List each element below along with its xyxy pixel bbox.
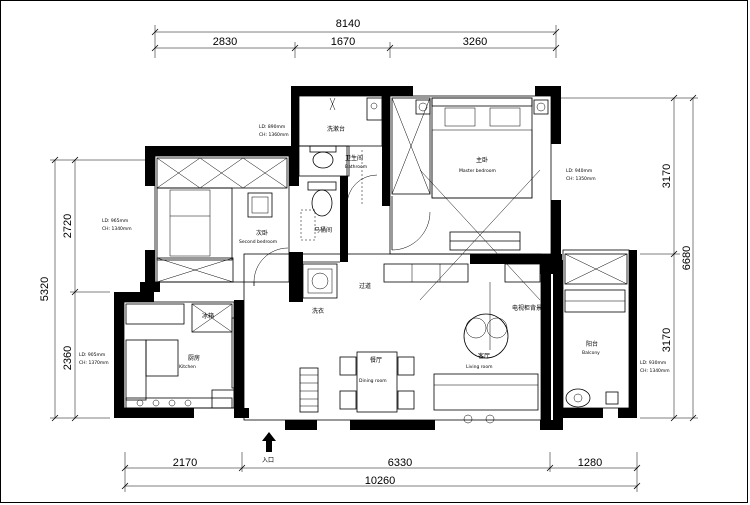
balcony-annotation-1: LD: 930mm — [640, 360, 666, 366]
bathroom-label-en: Bathroom — [345, 164, 367, 170]
walls — [114, 86, 637, 430]
tv-wall-label: 电视柜背景墙 — [512, 304, 548, 312]
left-dimension-1: 2720 — [62, 214, 74, 238]
toilet-room-label: 马桶间 — [314, 226, 332, 234]
laundry-label: 洗衣 — [312, 307, 324, 315]
right-dimension-2: 3170 — [661, 328, 673, 352]
right-dimension-1: 3170 — [661, 164, 673, 188]
bathroom-fixtures — [309, 97, 383, 206]
second-bedroom-label-cn: 次卧 — [256, 229, 268, 237]
hall-label: 过道 — [359, 282, 371, 290]
living-furniture — [383, 263, 541, 424]
kitchen-furniture — [125, 303, 239, 409]
dining-label-cn: 餐厅 — [370, 356, 382, 364]
washer — [302, 263, 338, 299]
kitchen-annotation-1: LD: 905mm — [79, 352, 105, 358]
kitchen-label-cn: 厨房 — [188, 354, 200, 362]
washroom-label-cn: 洗漱台 — [327, 125, 345, 133]
entrance-arrow — [262, 432, 276, 452]
left-dimension-lines — [50, 156, 145, 422]
toilet-room — [300, 181, 337, 241]
top-total-dimension: 8140 — [336, 18, 360, 30]
kitchen-annotation-2: CH: 1370mm — [79, 360, 109, 366]
master-bedroom-label-cn: 主卧 — [476, 156, 488, 164]
right-total-dimension: 6680 — [681, 246, 693, 270]
fridge-label: 冰箱 — [202, 312, 214, 320]
balcony-label-en: Balcony — [582, 350, 600, 356]
living-room-label-en: Living room — [466, 364, 492, 370]
washroom-label: 洗漱台 — [327, 125, 345, 133]
top-dimension-1: 2830 — [213, 36, 237, 48]
bottom-total-dimension: 10260 — [365, 475, 396, 487]
top-dimension-2: 1670 — [331, 36, 355, 48]
top-dimension-lines — [151, 25, 560, 58]
living-room-label-cn: 客厅 — [478, 352, 490, 360]
master-bedroom-label-en: Master bedroom — [459, 168, 496, 174]
master-annotation-1: LD: 940mm — [566, 168, 592, 174]
bottom-dimension-2: 6330 — [388, 457, 412, 469]
balcony-annotation-2: CH: 1340mm — [640, 368, 670, 374]
left-dimension-2: 2360 — [62, 346, 74, 370]
entrance-label: 入口 — [262, 457, 274, 464]
dining-furniture — [299, 351, 415, 413]
bottom-dimension-1: 2170 — [173, 457, 197, 469]
bathroom-annotation-2: CH: 1360mm — [259, 132, 289, 138]
kitchen-label-en: Kitchen — [179, 364, 196, 370]
right-dimension-lines — [560, 94, 698, 422]
bottom-dimension-3: 1280 — [578, 457, 602, 469]
balcony-label-cn: 阳台 — [586, 340, 598, 348]
second-bedroom-furniture — [156, 157, 289, 286]
second-annotation-2: CH: 1340mm — [102, 226, 132, 232]
second-bedroom-label-en: Second bedroom — [239, 239, 277, 245]
bottom-dimension-lines — [121, 452, 641, 492]
bathroom-annotation-1: LD: 890mm — [259, 124, 285, 130]
master-annotation-2: CH: 1350mm — [566, 176, 596, 182]
top-dimension-3: 3260 — [463, 36, 487, 48]
second-annotation-1: LD: 965mm — [102, 218, 128, 224]
left-total-dimension: 5320 — [39, 277, 51, 301]
dining-label-en: Dining room — [359, 378, 387, 384]
master-bedroom-furniture — [391, 97, 549, 301]
bathroom-label-cn: 卫生间 — [345, 154, 363, 162]
balcony-furniture — [564, 253, 628, 408]
